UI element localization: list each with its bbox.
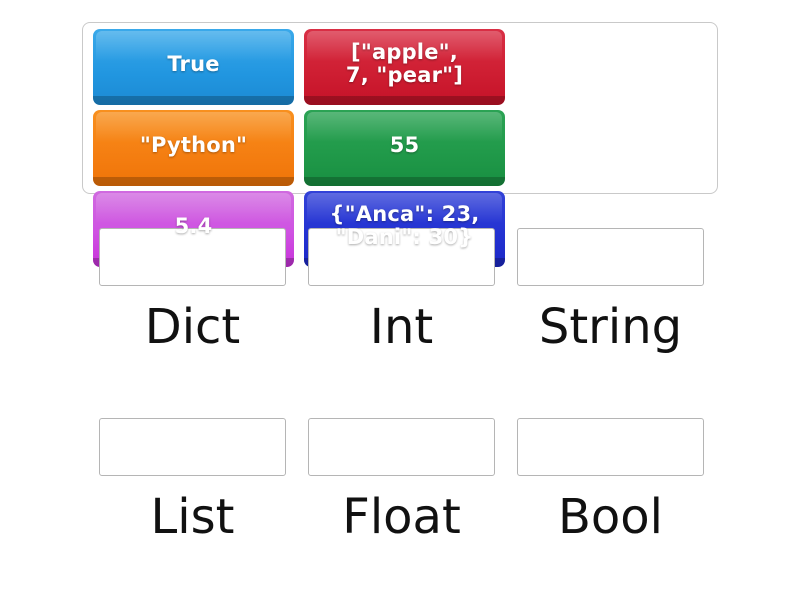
zone-label-list: List (150, 489, 235, 545)
answer-cell-bool: Bool (517, 418, 704, 600)
draggable-tile-int[interactable]: 55 (304, 110, 505, 186)
answer-grid: Dict Int String List Float B (99, 228, 704, 576)
answer-cell-float: Float (308, 418, 495, 600)
tile-tray: True ["apple", 7, "pear"] "Python" 55 5.… (82, 22, 718, 267)
draggable-tile-dict[interactable]: {"Anca": 23, "Dani": 30} (304, 191, 505, 267)
zone-label-dict: Dict (144, 299, 241, 355)
tile-label: 5.4 (174, 213, 213, 238)
answer-cell-dict: Dict (99, 228, 286, 418)
drop-zone-bool[interactable] (517, 418, 704, 476)
drop-zone-string[interactable] (517, 228, 704, 286)
drop-zone-dict[interactable] (99, 228, 286, 286)
tile-label: 55 (389, 132, 420, 157)
tile-label: "Python" (139, 132, 248, 157)
tile-label: {"Anca": 23, "Dani": 30} (329, 202, 480, 249)
answer-cell-int: Int (308, 228, 495, 418)
drop-zone-int[interactable] (308, 228, 495, 286)
answer-cell-string: String (517, 228, 704, 418)
zone-label-string: String (538, 299, 683, 355)
draggable-tile-list[interactable]: ["apple", 7, "pear"] (304, 29, 505, 105)
zone-label-float: Float (342, 489, 461, 545)
answer-row: List Float Bool (99, 418, 704, 600)
answer-row: Dict Int String (99, 228, 704, 418)
answer-cell-list: List (99, 418, 286, 600)
drop-zone-list[interactable] (99, 418, 286, 476)
drop-zone-float[interactable] (308, 418, 495, 476)
zone-label-bool: Bool (558, 489, 663, 545)
draggable-tile-true[interactable]: True (93, 29, 294, 105)
tile-label: True (167, 51, 220, 76)
draggable-tile-string[interactable]: "Python" (93, 110, 294, 186)
tile-label: ["apple", 7, "pear"] (345, 40, 464, 87)
zone-label-int: Int (369, 299, 434, 355)
